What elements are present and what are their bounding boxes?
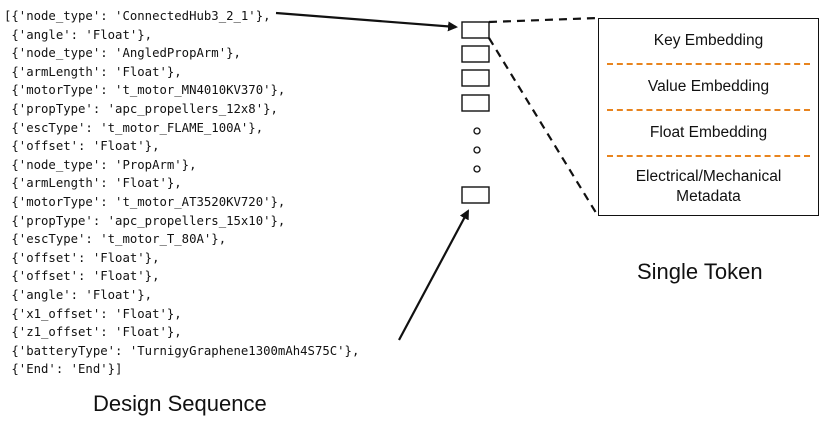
code-line: {'node_type': 'AngledPropArm'}, [4, 46, 241, 61]
code-line: {'motorType': 't_motor_AT3520KV720'}, [4, 194, 286, 209]
section-divider [607, 63, 810, 65]
code-line: {'propType': 'apc_propellers_15x10'}, [4, 213, 286, 228]
float-embedding-label: Float Embedding [649, 124, 768, 141]
token-box-2 [461, 45, 490, 63]
ellipsis-dot [473, 165, 481, 173]
arrow-last-entry [398, 209, 469, 341]
key-embedding-label: Key Embedding [653, 32, 764, 49]
code-line: {'motorType': 't_motor_MN4010KV370'}, [4, 83, 286, 98]
code-line: {'node_type': 'PropArm'}, [4, 157, 197, 172]
code-line: {'armLength': 'Float'}, [4, 64, 182, 79]
token-box-5 [461, 186, 490, 204]
token-box-1 [461, 21, 490, 39]
value-embedding-label: Value Embedding [647, 78, 770, 95]
code-line: {'propType': 'apc_propellers_12x8'}, [4, 101, 278, 116]
code-line: {'End': 'End'}] [4, 362, 123, 377]
ellipsis-dot [473, 146, 481, 154]
code-line: {'escType': 't_motor_T_80A'}, [4, 232, 227, 247]
code-line: {'offset': 'Float'}, [4, 139, 160, 154]
design-sequence-caption: Design Sequence [93, 391, 267, 416]
section-divider [607, 109, 810, 111]
code-line: [{'node_type': 'ConnectedHub3_2_1'}, [4, 9, 271, 23]
code-line: {'z1_offset': 'Float'}, [4, 325, 182, 340]
code-line: {'offset': 'Float'}, [4, 250, 160, 265]
single-token-box: Key Embedding Value Embedding Float Embe… [598, 18, 819, 216]
zoom-line-bottom [488, 37, 599, 217]
metadata-label: Electrical/Mechanical Metadata [635, 168, 782, 205]
token-box-4 [461, 94, 490, 112]
code-line: {'batteryType': 'TurnigyGraphene1300mAh4… [4, 343, 360, 358]
section-divider [607, 155, 810, 157]
code-line: {'angle': 'Float'}, [4, 287, 153, 302]
code-line: {'armLength': 'Float'}, [4, 176, 182, 191]
code-line: {'x1_offset': 'Float'}, [4, 306, 182, 321]
code-line: {'escType': 't_motor_FLAME_100A'}, [4, 120, 264, 135]
arrow-first-entry [275, 11, 458, 32]
single-token-caption: Single Token [637, 259, 763, 284]
code-line: {'angle': 'Float'}, [4, 27, 153, 42]
code-line: {'offset': 'Float'}, [4, 269, 160, 284]
ellipsis-dot [473, 127, 481, 135]
token-box-3 [461, 69, 490, 87]
zoom-line-top [488, 16, 599, 24]
design-sequence-code: [{'node_type': 'ConnectedHub3_2_1'}, {'a… [4, 7, 359, 379]
